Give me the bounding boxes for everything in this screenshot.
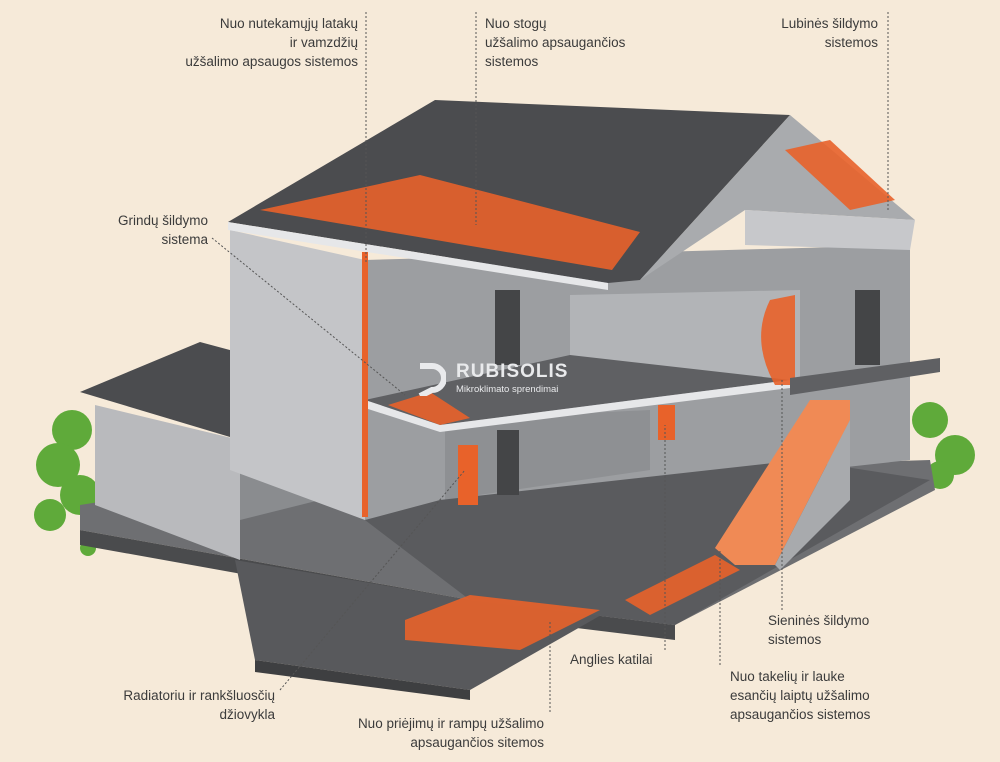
ceiling-heating	[785, 140, 895, 210]
label-line: sistemos	[824, 35, 878, 50]
label-gutters: Nuo nutekamųjų latakų ir vamzdžių užšali…	[185, 14, 358, 71]
driveway-heating	[405, 595, 600, 650]
boiler	[658, 405, 675, 440]
floor-heating	[388, 392, 470, 425]
middle-floor	[365, 355, 790, 425]
label-line: Lubinės šildymo	[781, 16, 878, 31]
roof	[228, 100, 790, 283]
label-line: užšalimo apsaugos sistemos	[185, 54, 358, 69]
label-wall: Sieninės šildymo sistemos	[768, 611, 869, 649]
label-line: sistema	[161, 232, 208, 247]
label-line: džiovykla	[219, 707, 275, 722]
label-ceiling: Lubinės šildymo sistemos	[781, 14, 878, 52]
label-line: Anglies katilai	[570, 652, 653, 667]
radiator	[458, 445, 478, 505]
main-wall-left	[230, 230, 365, 520]
label-line: ir vamzdžių	[289, 35, 358, 50]
label-line: Nuo stogų	[485, 16, 547, 31]
wall-heating	[761, 295, 795, 385]
label-radiator: Radiatoriu ir rankšluosčių džiovykla	[123, 686, 275, 724]
label-line: Nuo nutekamųjų latakų	[219, 16, 358, 31]
label-line: Grindų šildymo	[117, 213, 208, 228]
logo: RUBISOLIS Mikroklimato sprendimai	[416, 361, 567, 401]
logo-tagline: Mikroklimato sprendimai	[456, 384, 559, 395]
label-line: sistemos	[485, 54, 539, 69]
label-line: esančių laiptų užšalimo	[730, 688, 870, 703]
label-roof: Nuo stogų užšalimo apsaugančios sistemos	[485, 14, 625, 71]
label-paths: Nuo takelių ir lauke esančių laiptų užša…	[730, 667, 870, 724]
label-line: užšalimo apsaugančios	[485, 35, 626, 50]
logo-name: RUBISOLIS	[456, 361, 569, 382]
label-boiler: Anglies katilai	[570, 650, 653, 669]
downpipe	[362, 252, 368, 517]
logo-mark-icon	[418, 363, 447, 399]
label-line: Radiatoriu ir rankšluosčių	[123, 688, 275, 703]
garage-wall	[95, 405, 240, 560]
label-ramps: Nuo priėjimų ir rampų užšalimo apsauganč…	[358, 714, 544, 752]
label-line: Nuo takelių ir lauke	[730, 669, 845, 684]
roof-heating	[260, 175, 640, 270]
label-line: apsaugančios sitemos	[410, 735, 544, 750]
path-heating	[625, 555, 740, 615]
balcony	[790, 358, 940, 395]
label-line: Sieninės šildymo	[768, 613, 870, 628]
label-floor: Grindų šildymo sistema	[118, 211, 208, 249]
leader-lines	[211, 12, 889, 712]
door	[495, 290, 520, 365]
label-line: sistemos	[768, 632, 822, 647]
label-line: Nuo priėjimų ir rampų užšalimo	[357, 716, 544, 731]
bush-left	[34, 410, 100, 556]
label-line: apsaugančios sistemos	[730, 707, 871, 722]
stairs	[715, 400, 850, 565]
